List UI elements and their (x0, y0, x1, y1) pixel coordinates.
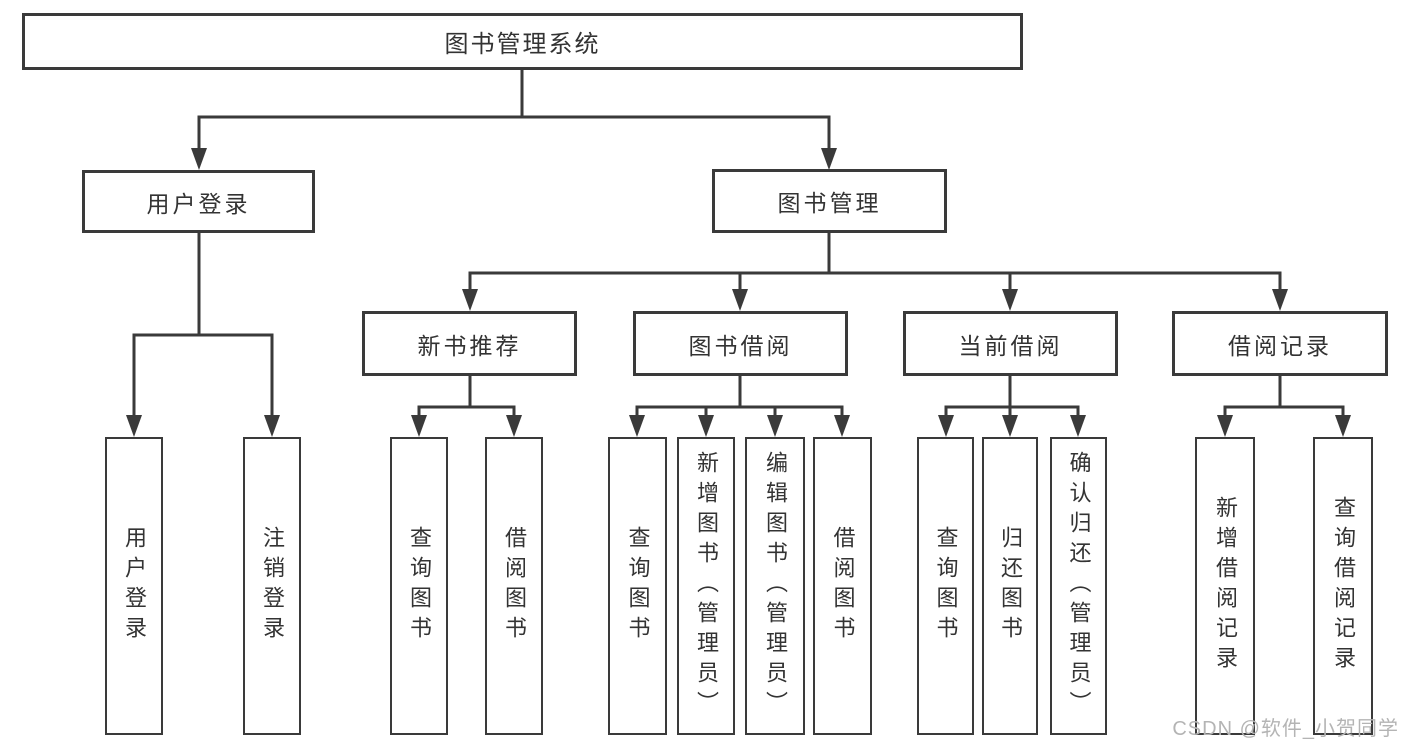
arrow-down-icon (126, 415, 142, 437)
arrow-down-icon (1217, 415, 1233, 437)
watermark: CSDN @软件_小贺同学 (1172, 718, 1399, 740)
node-root: 图书管理系统 (22, 13, 1023, 70)
branch-book-borrowing (629, 374, 850, 437)
node-label: 新增借阅记录 (1213, 496, 1238, 676)
arrow-down-icon (462, 289, 478, 311)
arrow-down-icon (698, 415, 714, 437)
node-leaf-user-login: 用户登录 (105, 437, 163, 735)
arrow-down-icon (411, 415, 427, 437)
node-label: 查询图书 (407, 526, 432, 646)
node-label: 查询图书 (933, 526, 959, 646)
node-label: 借阅记录 (1228, 332, 1332, 359)
node-label: 确认归还（管理员） (1066, 451, 1092, 721)
node-l3-borrowing-records: 借阅记录 (1172, 311, 1388, 376)
arrow-down-icon (834, 415, 850, 437)
branch-current-borrowing (938, 374, 1086, 437)
branch-borrowing-records (1217, 374, 1351, 437)
node-label: 查询借阅记录 (1331, 496, 1356, 676)
node-l2-book-management: 图书管理 (712, 169, 947, 233)
node-l3-new-book-recommend: 新书推荐 (362, 311, 577, 376)
node-label: 查询图书 (625, 526, 651, 646)
arrow-down-icon (1002, 289, 1018, 311)
node-label: 当前借阅 (958, 332, 1063, 359)
arrow-down-icon (1335, 415, 1351, 437)
node-l3-current-borrowing: 当前借阅 (903, 311, 1118, 376)
branch-new-book-recommend (411, 374, 522, 437)
node-leaf-borrow-books-borrowing: 借阅图书 (813, 437, 872, 735)
node-label: 图书管理 (777, 190, 882, 216)
arrow-down-icon (629, 415, 645, 437)
node-label: 新书推荐 (417, 332, 522, 359)
branch-book-management (462, 231, 1288, 311)
arrow-down-icon (767, 415, 783, 437)
node-label: 借阅图书 (830, 526, 856, 646)
node-leaf-query-borrow-record: 查询借阅记录 (1313, 437, 1373, 735)
node-leaf-return-books: 归还图书 (982, 437, 1038, 735)
branch-user-login (126, 231, 280, 437)
node-label: 编辑图书（管理员） (763, 451, 788, 721)
branch-root (191, 68, 837, 170)
arrow-down-icon (264, 415, 280, 437)
node-leaf-edit-books-admin: 编辑图书（管理员） (745, 437, 805, 735)
node-label: 借阅图书 (502, 526, 527, 646)
arrow-down-icon (1002, 415, 1018, 437)
node-label: 图书管理系统 (444, 31, 601, 58)
node-leaf-confirm-return-admin: 确认归还（管理员） (1050, 437, 1107, 735)
node-leaf-logout: 注销登录 (243, 437, 301, 735)
node-leaf-query-books-recommend: 查询图书 (390, 437, 448, 735)
arrow-down-icon (732, 289, 748, 311)
node-l2-user-login: 用户登录 (82, 170, 315, 233)
node-leaf-add-books-admin: 新增图书（管理员） (677, 437, 735, 735)
node-leaf-add-borrow-record: 新增借阅记录 (1195, 437, 1255, 735)
arrow-down-icon (506, 415, 522, 437)
arrow-down-icon (938, 415, 954, 437)
node-label: 用户登录 (122, 526, 147, 646)
node-leaf-borrow-books-recommend: 借阅图书 (485, 437, 543, 735)
node-leaf-query-books-current: 查询图书 (917, 437, 974, 735)
node-l3-book-borrowing: 图书借阅 (633, 311, 848, 376)
arrow-down-icon (191, 148, 207, 170)
node-label: 用户登录 (146, 190, 251, 217)
node-label: 注销登录 (260, 526, 285, 646)
node-label: 新增图书（管理员） (694, 451, 719, 721)
node-label: 图书借阅 (688, 332, 793, 359)
arrow-down-icon (821, 148, 837, 170)
node-leaf-query-books-borrowing: 查询图书 (608, 437, 667, 735)
arrow-down-icon (1070, 415, 1086, 437)
node-label: 归还图书 (998, 526, 1023, 646)
arrow-down-icon (1272, 289, 1288, 311)
